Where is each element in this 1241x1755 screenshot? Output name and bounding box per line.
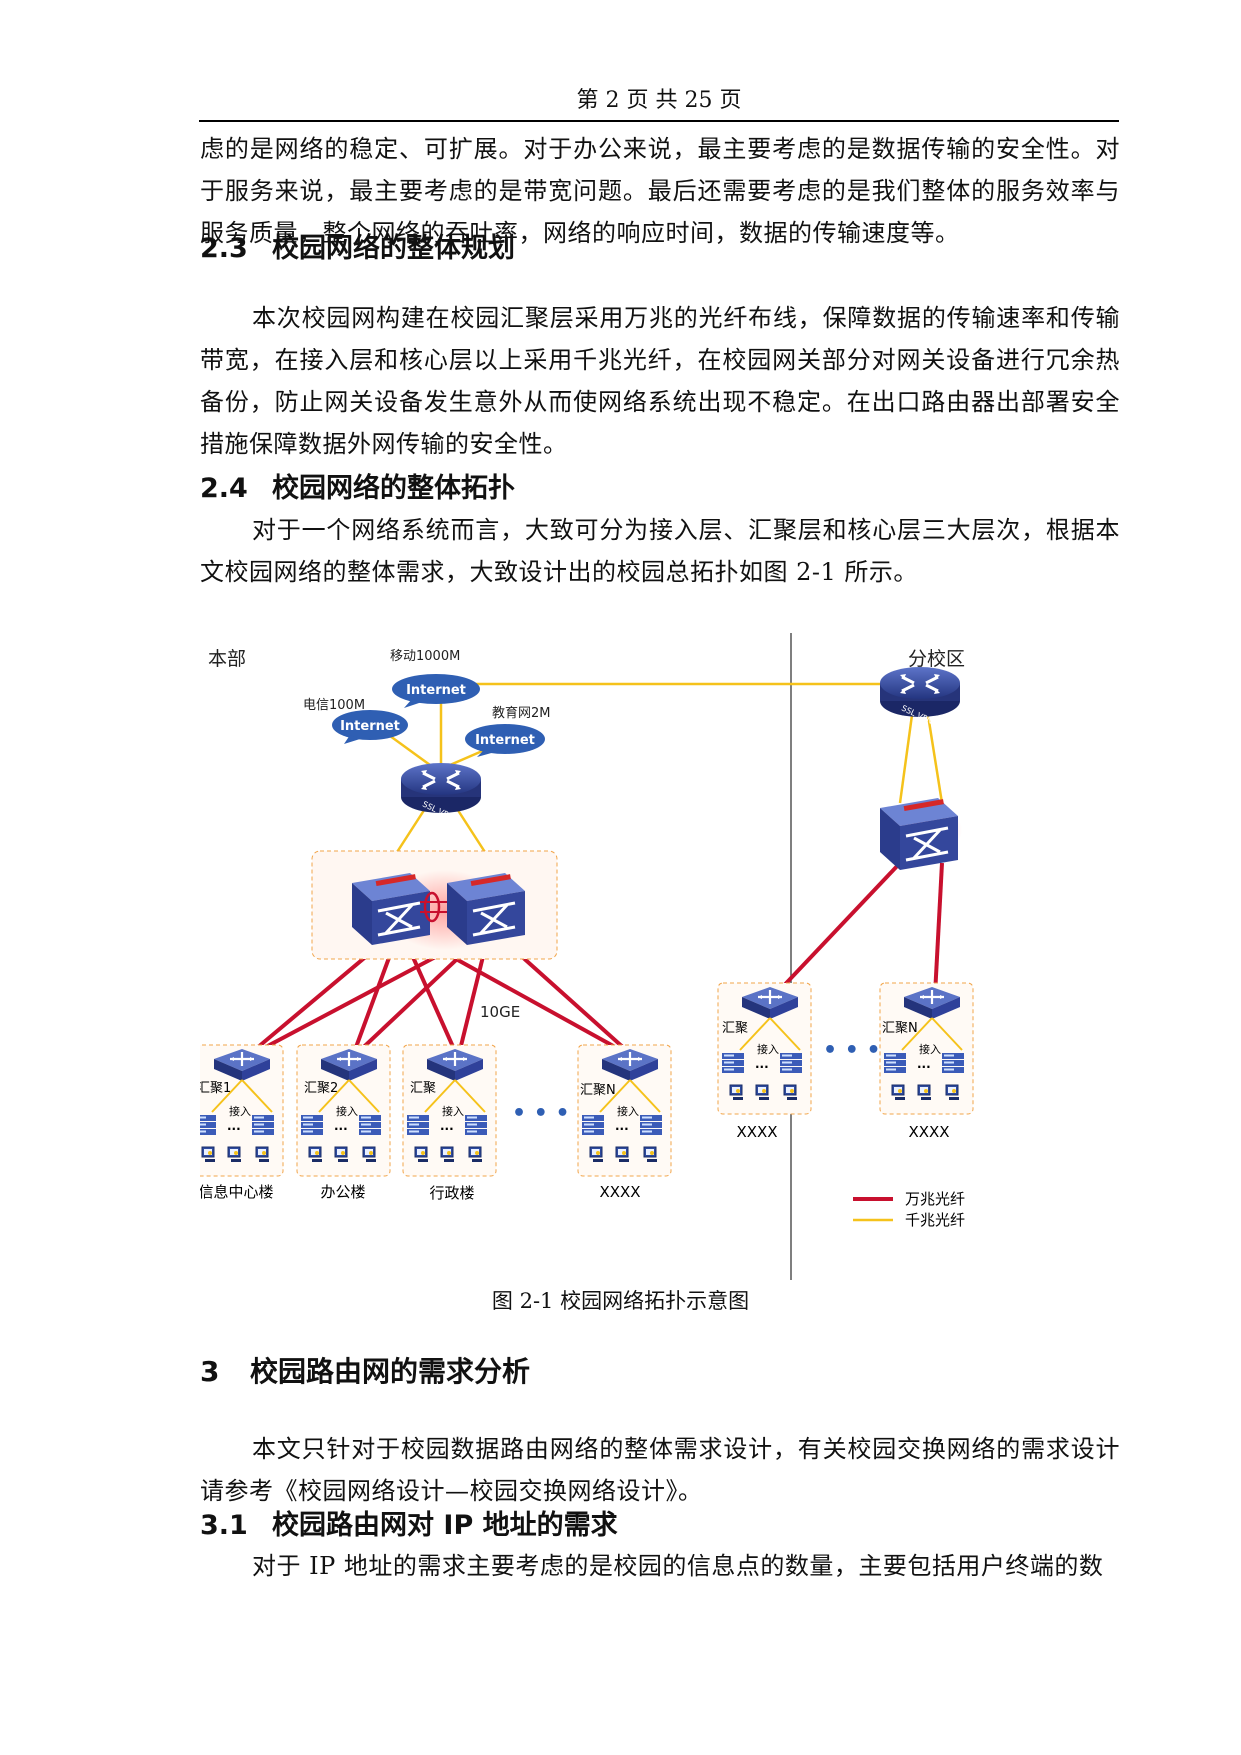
- access-label: 接入: [442, 1105, 464, 1118]
- aggregation-block-info-center: 汇聚1 接入 ...: [200, 1044, 284, 1177]
- section-heading-2-3: 2.3 校园网络的整体规划: [200, 231, 515, 267]
- network-topology-diagram: 本部 分校区 移动1000M 电信100M 教育网2M Internet Int…: [200, 633, 974, 1280]
- svg-text:...: ...: [917, 1057, 931, 1071]
- branch-building-label-n: XXXX: [908, 1123, 949, 1141]
- core-switch-1-icon: [350, 871, 432, 947]
- internet-cloud-edu: Internet: [465, 724, 545, 757]
- paragraph: 对于一个网络系统而言，大致可分为接入层、汇聚层和核心层三大层次，根据本文校园网络…: [200, 516, 1120, 586]
- aggregation-block-office: 汇聚2 接入 ...: [296, 1044, 391, 1177]
- access-label: 接入: [757, 1043, 779, 1056]
- core-switch-2-icon: [445, 871, 527, 947]
- agg-label: 汇聚N: [882, 1021, 918, 1036]
- ellipsis-branch: • • •: [823, 1038, 881, 1063]
- internet-label: Internet: [406, 683, 466, 698]
- internet-cloud-telecom: Internet: [332, 710, 408, 744]
- page-number: 第 2 页 共 25 页: [576, 88, 742, 113]
- agg-label: 汇聚1: [200, 1081, 231, 1096]
- stack-link: [423, 891, 441, 923]
- section-title: 校园网络的整体规划: [272, 233, 515, 264]
- access-label: 接入: [229, 1105, 251, 1118]
- section-heading-3-1: 3.1 校园路由网对 IP 地址的需求: [200, 1508, 618, 1544]
- access-label: 接入: [919, 1043, 941, 1056]
- main-vpn-router-icon: SSL VPN: [399, 761, 483, 822]
- svg-text:...: ...: [334, 1119, 348, 1133]
- branch-aggregation-block-1: 汇聚 接入 ...: [717, 982, 812, 1115]
- internet-label: Internet: [340, 719, 400, 734]
- paragraph: 虑的是网络的稳定、可扩展。对于办公来说，最主要考虑的是数据传输的安全性。对于服务…: [200, 135, 1120, 247]
- figure-caption: 图 2-1 校园网络拓扑示意图: [491, 1289, 750, 1313]
- isp-telecom-label: 电信100M: [303, 698, 365, 713]
- branch-aggregation-block-n: 汇聚N 接入 ...: [879, 982, 974, 1115]
- isp-edu-label: 教育网2M: [492, 705, 551, 721]
- section-title: 校园路由网对 IP 地址的需求: [272, 1510, 618, 1541]
- access-label: 接入: [617, 1105, 639, 1118]
- agg-label: 汇聚N: [580, 1083, 616, 1098]
- ellipsis-main: • • •: [512, 1101, 570, 1126]
- section-number: 3.1: [200, 1510, 248, 1541]
- svg-text:...: ...: [227, 1119, 241, 1133]
- internet-label: Internet: [475, 733, 535, 748]
- section-number: 2.4: [200, 473, 248, 504]
- aggregation-block-xxxx: 汇聚N 接入 ...: [577, 1044, 672, 1177]
- section-heading-2-4: 2.4 校园网络的整体拓扑: [200, 471, 515, 507]
- agg-label: 汇聚: [410, 1081, 436, 1096]
- page-header: 第 2 页 共 25 页: [199, 86, 1119, 122]
- section-title: 校园网络的整体拓扑: [272, 473, 515, 504]
- svg-text:...: ...: [755, 1057, 769, 1071]
- paragraph: 本文只针对于校园数据路由网络的整体需求设计，有关校园交换网络的需求设计请参考《校…: [200, 1435, 1120, 1505]
- building-label-office: 办公楼: [320, 1183, 365, 1201]
- isp-mobile-label: 移动1000M: [390, 649, 460, 664]
- agg-label: 汇聚: [722, 1021, 748, 1036]
- branch-vpn-router-icon: SSL VPN: [878, 665, 962, 726]
- main-campus-label: 本部: [208, 648, 246, 670]
- svg-text:...: ...: [615, 1119, 629, 1133]
- agg-label: 汇聚2: [304, 1081, 338, 1096]
- paragraph: 本次校园网构建在校园汇聚层采用万兆的光纤布线，保障数据的传输速率和传输带宽，在接…: [200, 304, 1120, 458]
- aggregation-block-admin: 汇聚 接入 ...: [402, 1044, 497, 1177]
- building-label-xxxx: XXXX: [599, 1183, 640, 1201]
- legend-10g-label: 万兆光纤: [905, 1190, 965, 1208]
- legend: 万兆光纤 千兆光纤: [853, 1190, 965, 1229]
- paragraph: 对于 IP 地址的需求主要考虑的是校园的信息点的数量，主要包括用户终端的数: [252, 1552, 1104, 1580]
- building-label-info-center: 信息中心楼: [200, 1183, 274, 1201]
- branch-campus-label: 分校区: [908, 648, 965, 670]
- legend-1g-label: 千兆光纤: [905, 1211, 965, 1229]
- access-label: 接入: [336, 1105, 358, 1118]
- section-heading-3: 3 校园路由网的需求分析: [200, 1354, 530, 1390]
- section-number: 3: [200, 1355, 220, 1388]
- branch-building-label-1: XXXX: [736, 1123, 777, 1141]
- internet-cloud-mobile: Internet: [392, 674, 480, 708]
- section-title: 校园路由网的需求分析: [250, 1355, 531, 1388]
- branch-core-switch-icon: [878, 796, 960, 872]
- svg-text:...: ...: [440, 1119, 454, 1133]
- section-number: 2.3: [200, 233, 248, 264]
- building-label-admin: 行政楼: [429, 1184, 474, 1202]
- 10ge-label: 10GE: [480, 1003, 520, 1021]
